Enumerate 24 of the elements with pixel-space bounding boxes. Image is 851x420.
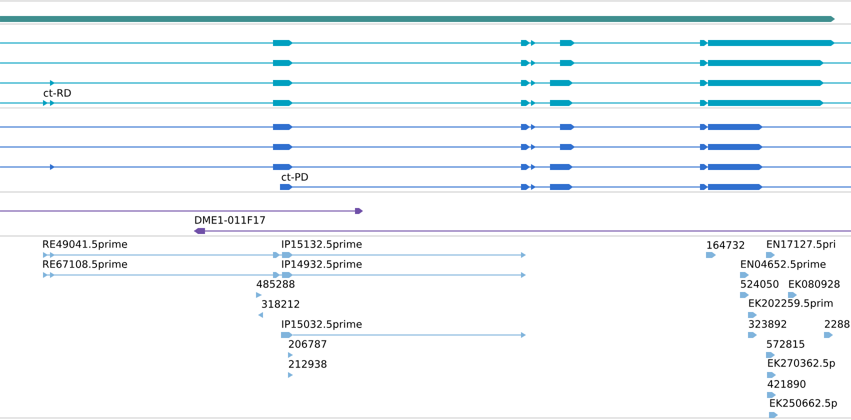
track-label: IP15032.5prime (282, 320, 362, 330)
track-label: EK250662.5p (770, 399, 837, 409)
track-label: 164732 (707, 241, 744, 249)
track-label: 2288 (824, 320, 850, 328)
track-label: EK080928 (789, 280, 840, 288)
track-label: EK202259.5prim (749, 299, 833, 309)
track-label: 421890 (768, 380, 806, 388)
track-label: ct-RD (44, 89, 71, 97)
track-label: EN17127.5pri (767, 240, 835, 250)
track-label: 318212 (262, 300, 300, 308)
track-label: 485288 (256, 280, 294, 288)
track-label: EK270362.5p (768, 359, 835, 369)
track-label: IP15132.5prime (282, 240, 362, 250)
track-label: 212938 (288, 360, 326, 368)
track-label: DME1-011F17 (195, 216, 265, 224)
track-label: RE49041.5prime (43, 240, 128, 250)
track-label: EN04652.5prime (741, 260, 826, 270)
track-label: RE67108.5prime (43, 260, 128, 270)
track-label: 572815 (766, 340, 804, 348)
track-label: 323892 (748, 320, 786, 328)
track-label: IP14932.5prime (282, 260, 362, 270)
track-label: 206787 (288, 340, 326, 348)
track-label: 524050 (740, 280, 778, 288)
track-label: ct-PD (282, 173, 308, 181)
